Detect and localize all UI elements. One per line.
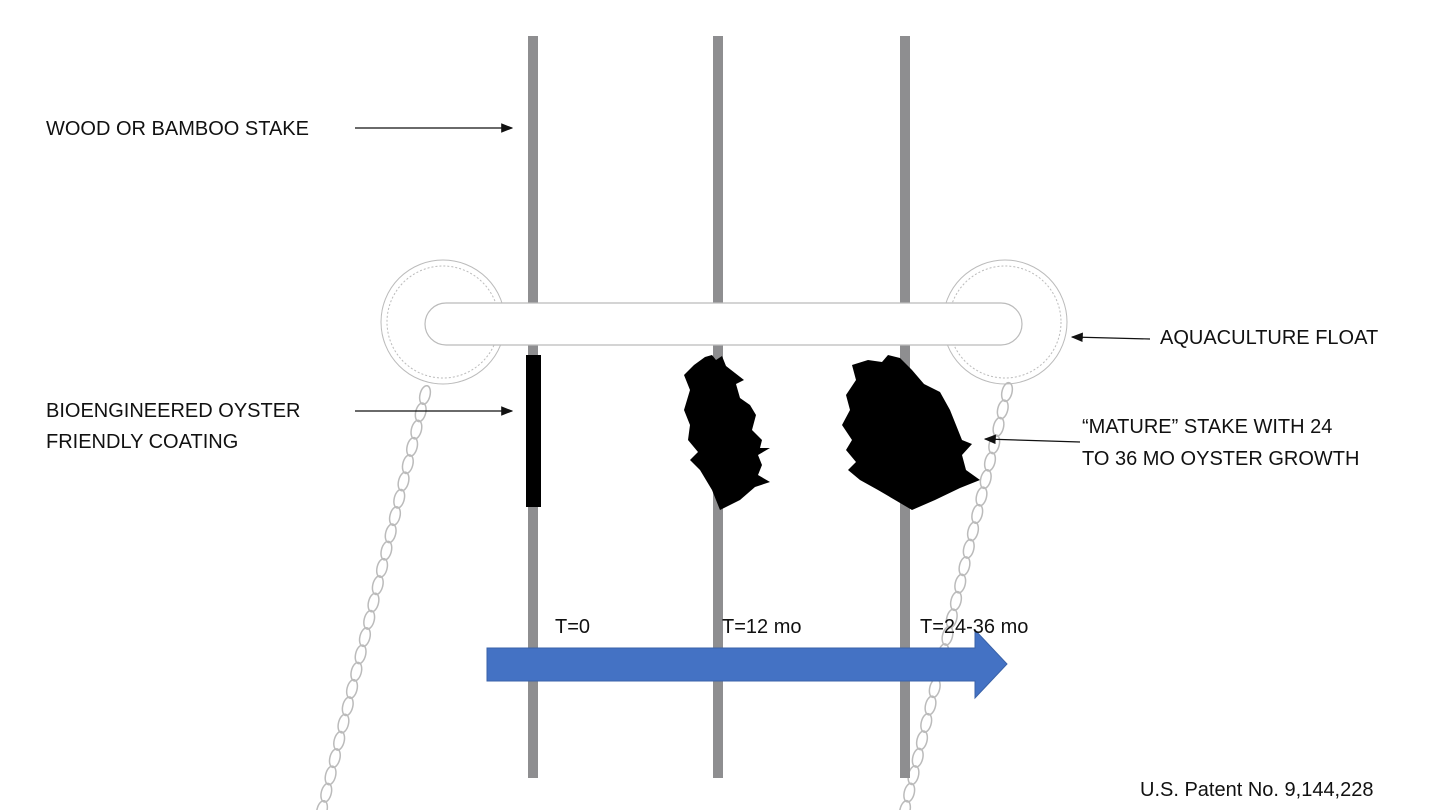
chain-link <box>945 608 958 629</box>
chain-link <box>418 384 432 406</box>
chain-link <box>350 661 363 682</box>
chain-link <box>954 573 967 594</box>
chain-link <box>333 730 346 751</box>
chain-link <box>915 730 929 751</box>
chain-link <box>315 799 329 810</box>
float-label: AQUACULTURE FLOAT <box>1160 327 1379 349</box>
chain-link <box>958 556 971 577</box>
chain-link <box>949 590 963 612</box>
chain-link <box>898 799 912 810</box>
chain-link <box>966 521 980 542</box>
float-pointer-arrow <box>1070 332 1151 343</box>
chain-link <box>324 765 337 786</box>
chain-link <box>962 538 975 559</box>
chain-link <box>992 416 1005 437</box>
chain-link <box>380 540 393 561</box>
oyster-growth-12mo <box>684 355 770 510</box>
oyster-growth-24-36mo <box>842 355 980 510</box>
chain-link <box>979 469 992 490</box>
chain-link <box>941 625 954 646</box>
chain-link <box>345 678 359 700</box>
patent-number: U.S. Patent No. 9,144,228 <box>1140 779 1374 801</box>
chain-link <box>393 488 406 509</box>
mature-pointer-arrow <box>983 434 1081 445</box>
chain-link <box>401 454 414 475</box>
chain-link <box>988 434 1001 455</box>
chain-link <box>328 748 341 769</box>
aquaculture-float <box>424 302 1023 346</box>
chain-link <box>903 782 916 803</box>
chain-link <box>354 644 367 665</box>
chain-link <box>1000 381 1014 403</box>
mature-label-line1: “MATURE” STAKE WITH 24 <box>1082 416 1333 438</box>
chain-link <box>975 486 988 507</box>
chain-link <box>920 712 933 733</box>
chain-link <box>341 696 354 717</box>
left-mooring-chain <box>315 384 432 810</box>
mature-label-line2: TO 36 MO OYSTER GROWTH <box>1082 448 1360 470</box>
timeline-label-t12: T=12 mo <box>722 616 802 638</box>
chain-link <box>971 503 984 524</box>
chain-link <box>911 747 924 768</box>
stake-label: WOOD OR BAMBOO STAKE <box>46 118 309 140</box>
chain-link <box>410 419 423 440</box>
chain-link <box>388 505 402 527</box>
chain-link <box>397 471 410 492</box>
coating-label-line2: FRIENDLY COATING <box>46 431 239 453</box>
chain-link <box>363 609 376 630</box>
chain-link <box>375 557 389 578</box>
timeline-label-t0: T=0 <box>555 616 591 638</box>
timeline-arrow <box>486 628 1008 700</box>
chain-link <box>337 713 350 734</box>
chain-link <box>371 575 384 596</box>
chain-link <box>358 627 372 648</box>
chain-link <box>414 402 427 423</box>
chain-link <box>996 399 1009 420</box>
chain-link <box>406 436 419 457</box>
chain-link <box>367 592 380 613</box>
timeline-label-t24: T=24-36 mo <box>920 616 1029 638</box>
chain-link <box>924 695 937 716</box>
chain-link <box>983 451 997 472</box>
coating-label-line1: BIOENGINEERED OYSTER <box>46 400 301 422</box>
chain-link <box>384 523 397 544</box>
chain-link <box>320 782 333 803</box>
oyster-coating <box>526 355 541 507</box>
